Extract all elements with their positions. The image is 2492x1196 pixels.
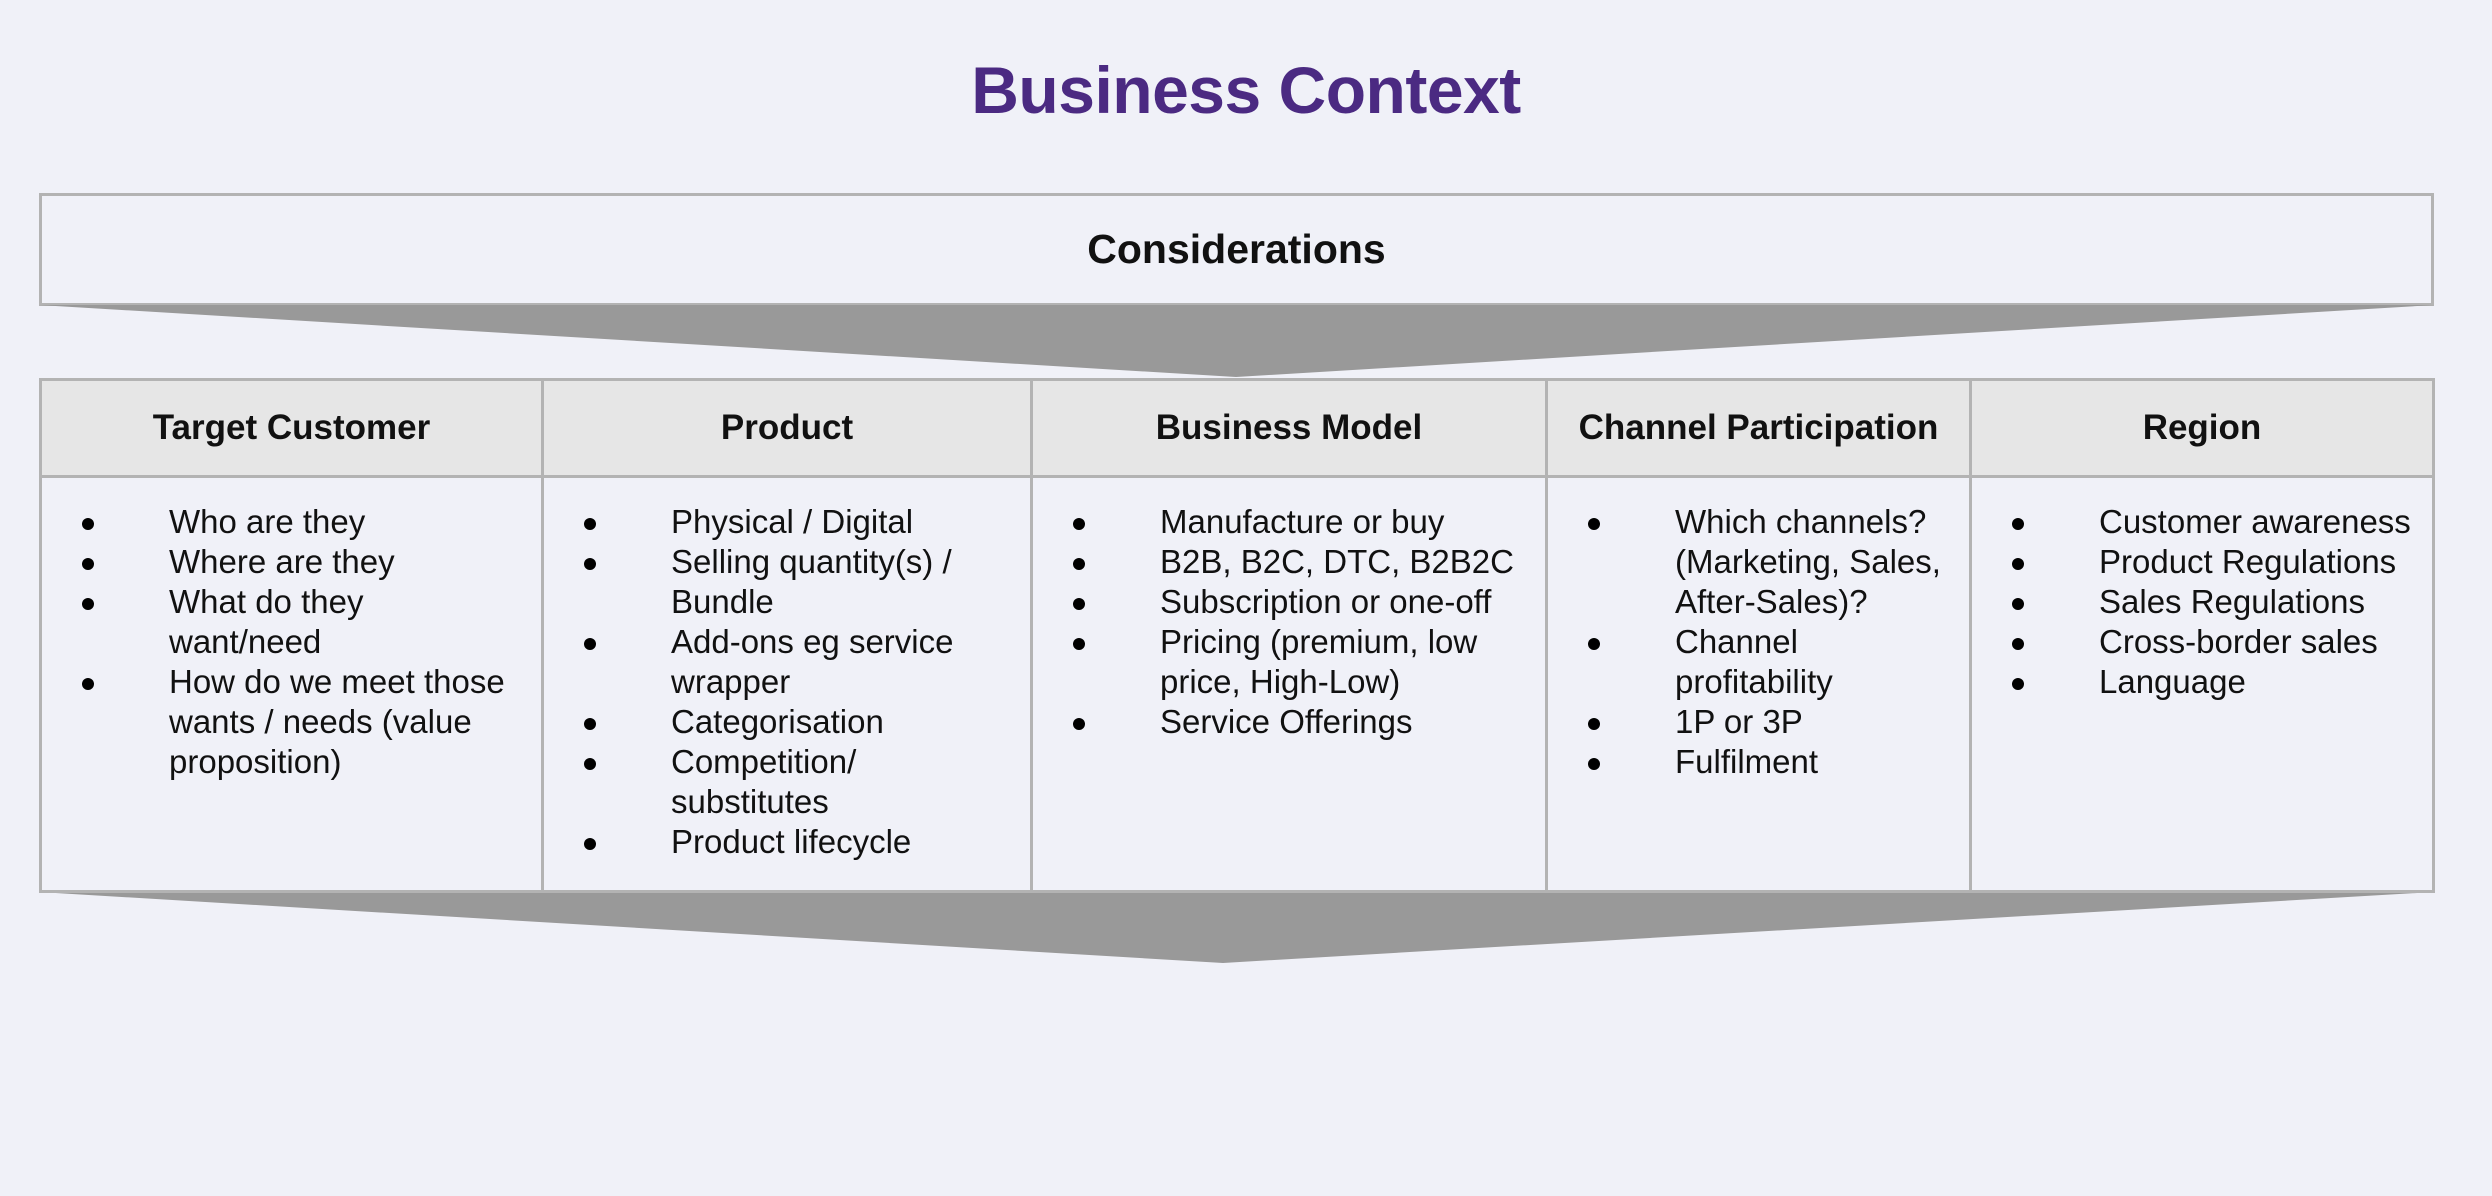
list-item: Add-ons eg service wrapper	[544, 622, 1010, 702]
list-item: Who are they	[42, 502, 521, 542]
list-item: Language	[1972, 662, 2412, 702]
column-header: Target Customer	[42, 381, 541, 478]
column-region: Region Customer awareness Product Regula…	[1969, 381, 2432, 890]
page-title: Business Context	[971, 53, 1521, 127]
considerations-banner: Considerations	[39, 193, 2434, 306]
bullet-list: Physical / Digital Selling quantity(s) /…	[544, 478, 1030, 862]
bullet-icon	[2012, 598, 2024, 610]
list-item: Manufacture or buy	[1033, 502, 1525, 542]
list-item: Channel profitability	[1548, 622, 1949, 702]
bullet-icon	[2012, 558, 2024, 570]
bullet-icon	[1073, 598, 1085, 610]
list-item: Selling quantity(s) / Bundle	[544, 542, 1010, 622]
column-target-customer: Target Customer Who are they Where are t…	[42, 381, 541, 890]
bullet-icon	[1073, 638, 1085, 650]
bullet-icon	[2012, 518, 2024, 530]
bullet-icon	[584, 758, 596, 770]
column-business-model: Business Model Manufacture or buy B2B, B…	[1030, 381, 1545, 890]
list-item: 1P or 3P	[1548, 702, 1949, 742]
bullet-list: Who are they Where are they What do they…	[42, 478, 541, 782]
list-item: Cross-border sales	[1972, 622, 2412, 662]
bullet-list: Customer awareness Product Regulations S…	[1972, 478, 2432, 702]
column-header: Business Model	[1033, 381, 1545, 478]
bullet-icon	[82, 678, 94, 690]
list-item: Competition/ substitutes	[544, 742, 1010, 822]
bullet-icon	[1073, 558, 1085, 570]
bullet-icon	[1588, 518, 1600, 530]
list-item: Where are they	[42, 542, 521, 582]
bullet-icon	[1073, 718, 1085, 730]
bullet-icon	[2012, 678, 2024, 690]
considerations-table: Target Customer Who are they Where are t…	[39, 378, 2435, 893]
bullet-icon	[1588, 718, 1600, 730]
column-channel-participation: Channel Participation Which channels? (M…	[1545, 381, 1969, 890]
bullet-icon	[82, 598, 94, 610]
list-item: Sales Regulations	[1972, 582, 2412, 622]
column-header: Product	[544, 381, 1030, 478]
top-chevron-arrow	[39, 305, 2434, 377]
bullet-list: Manufacture or buy B2B, B2C, DTC, B2B2C …	[1033, 478, 1545, 742]
bottom-chevron-arrow	[39, 892, 2434, 963]
column-product: Product Physical / Digital Selling quant…	[541, 381, 1030, 890]
bullet-icon	[82, 518, 94, 530]
bullet-icon	[584, 638, 596, 650]
bullet-list: Which channels? (Marketing, Sales, After…	[1548, 478, 1969, 782]
list-item: Pricing (premium, low price, High-Low)	[1033, 622, 1525, 702]
bullet-icon	[584, 518, 596, 530]
list-item: Product Regulations	[1972, 542, 2412, 582]
list-item: Categorisation	[544, 702, 1010, 742]
bullet-icon	[1588, 758, 1600, 770]
list-item: How do we meet those wants / needs (valu…	[42, 662, 521, 782]
list-item: Fulfilment	[1548, 742, 1949, 782]
bullet-icon	[584, 838, 596, 850]
bullet-icon	[82, 558, 94, 570]
bullet-icon	[2012, 638, 2024, 650]
column-header: Region	[1972, 381, 2432, 478]
list-item: Service Offerings	[1033, 702, 1525, 742]
bullet-icon	[584, 718, 596, 730]
list-item: B2B, B2C, DTC, B2B2C	[1033, 542, 1525, 582]
list-item: Product lifecycle	[544, 822, 1010, 862]
list-item: Physical / Digital	[544, 502, 1010, 542]
bullet-icon	[1073, 518, 1085, 530]
list-item: Customer awareness	[1972, 502, 2412, 542]
considerations-label: Considerations	[1087, 226, 1386, 272]
list-item: Which channels? (Marketing, Sales, After…	[1548, 502, 1949, 622]
bullet-icon	[584, 558, 596, 570]
bullet-icon	[1588, 638, 1600, 650]
column-header: Channel Participation	[1548, 381, 1969, 478]
list-item: Subscription or one-off	[1033, 582, 1525, 622]
list-item: What do they want/need	[42, 582, 521, 662]
